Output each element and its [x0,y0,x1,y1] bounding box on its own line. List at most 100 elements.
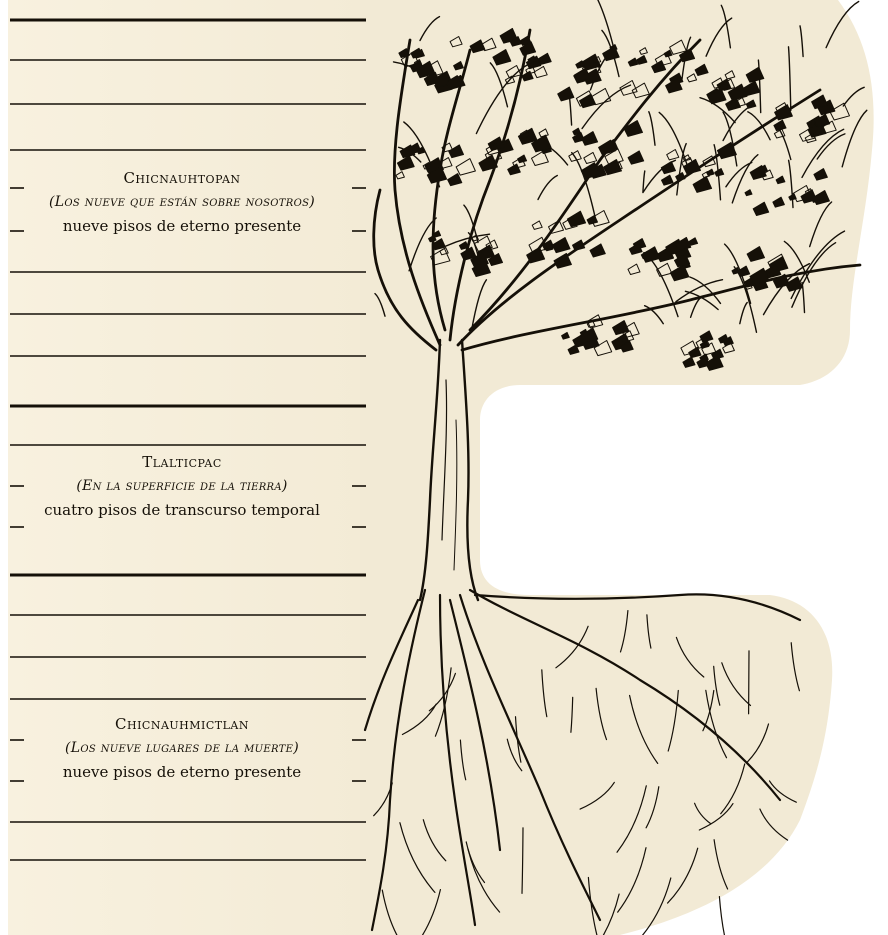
tree-stroke [412,890,440,935]
tree-stroke [532,221,542,230]
tree-stroke [475,594,800,620]
tree-stroke [588,0,614,50]
tree-stroke [746,67,764,82]
tree-stroke [722,663,751,706]
level-underworld-gloss: (Los nueve lugares de la muerte) [0,736,364,760]
tree-stroke [706,18,732,56]
tree-stroke [640,48,648,55]
tree-stroke [699,804,733,830]
tree-stroke [382,890,403,935]
level-earth-gloss: (En la superficie de la tierra) [0,474,364,498]
level-underworld-description: nueve pisos de eterno presente [0,760,364,784]
tree-stroke [459,242,468,250]
tree-stroke [470,40,485,53]
tree-stroke [423,820,446,861]
tree-stroke [683,357,695,367]
tree-stroke [747,247,764,262]
tree-stroke [687,74,697,82]
tree-stroke [661,162,675,174]
tree-stroke [534,66,547,77]
level-upper-gloss: (Los nueve que están sobre nosotros) [0,190,364,214]
tree-stroke [400,823,435,893]
tree-stroke [584,152,597,163]
tree-stroke [542,670,547,717]
tree-stroke [774,120,786,130]
tree-stroke [695,803,711,823]
tree-stroke [715,169,724,177]
tree-stroke [587,215,597,224]
tree-stroke [582,132,598,146]
level-upper-name: Chicnauhtopan [0,166,364,190]
tree-stroke [714,840,728,889]
tree-stroke [394,40,440,345]
level-upper-description: nueve pisos de eterno presente [0,214,364,238]
tree-stroke [791,643,799,691]
tree-stroke [596,688,606,739]
tree-stroke [420,17,440,41]
tree-stroke [589,894,619,935]
tree-stroke [740,303,747,324]
tree-stroke [571,697,573,732]
tree-stroke [667,150,679,160]
tree-stroke [397,156,414,170]
tree-stroke [454,61,464,69]
tree-stroke [460,740,465,780]
tree-stroke [815,114,830,127]
tree-stroke [375,294,385,317]
tree-stroke [365,600,418,730]
tree-stroke [590,244,605,257]
tree-stroke [662,175,674,185]
level-earth: Tlalticpac (En la superficie de la tierr… [0,450,364,522]
tree-stroke [618,848,646,912]
tree-stroke [693,177,712,193]
tree-stroke [714,666,720,705]
tree-stroke [573,240,585,250]
tree-stroke [706,690,727,757]
tree-stroke [638,878,671,935]
tree-stroke [647,615,651,648]
tree-stroke [725,71,735,79]
tree-stroke [493,50,511,66]
tree-stroke [760,809,788,840]
tree-stroke [450,37,462,47]
tree-stroke [776,176,785,184]
tree-stroke [680,49,695,62]
tree-stroke [712,349,724,359]
tree-stroke [552,238,570,253]
tree-stroke [748,112,770,140]
tree-stroke [527,247,545,262]
tree-stroke [522,828,523,894]
tree-stroke [789,47,791,111]
tree-stroke [642,247,660,262]
tree-stroke [628,151,644,164]
tree-stroke [773,197,785,207]
tree-stroke [668,848,698,903]
level-earth-name: Tlalticpac [0,450,364,474]
tree-stroke [442,380,447,540]
level-underworld: Chicnauhmictlan (Los nueve lugares de la… [0,712,364,784]
tree-stroke [470,590,780,800]
tree-stroke [468,849,500,912]
tree-stroke [814,169,828,181]
tree-stroke [657,263,672,276]
tree-stroke [454,420,457,570]
tree-stroke [746,100,756,108]
tree-stroke [538,176,557,200]
tree-stroke [842,110,867,167]
tree-stroke [374,190,436,350]
tree-stroke [649,112,655,146]
tree-stroke [466,842,484,883]
tree-stroke [558,87,574,101]
tree-stroke [745,190,752,196]
tree-stroke [462,340,478,600]
tree-stroke [628,264,640,274]
tree-stroke [628,58,638,66]
tree-stroke [580,782,614,809]
level-upper: Chicnauhtopan (Los nueve que están sobre… [0,166,364,238]
tree-stroke [646,787,659,828]
tree-stroke [630,696,658,764]
tree-stroke [843,87,864,106]
tree-stroke [728,84,747,100]
tree-stroke [721,764,745,814]
